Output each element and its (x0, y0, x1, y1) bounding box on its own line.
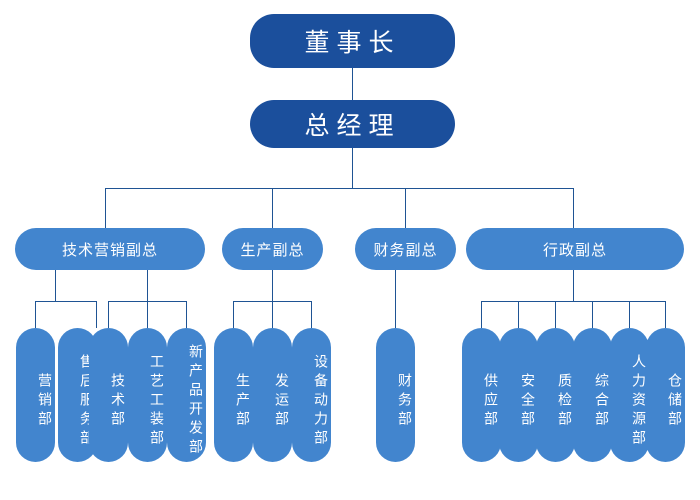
node-dept-supply[interactable]: 供应部 (462, 328, 501, 462)
node-vp-tech-sales-label: 技术营销副总 (61, 241, 158, 259)
connector-drop-newproduct (186, 301, 187, 328)
connector-vp-bus (105, 188, 573, 189)
node-dept-qc[interactable]: 质检部 (536, 328, 575, 462)
node-vp-finance[interactable]: 财务副总 (355, 228, 456, 270)
node-vp-admin-label: 行政副总 (542, 241, 607, 259)
connector-production-stem (272, 270, 273, 301)
node-dept-production-label: 生产部 (235, 372, 251, 430)
node-dept-technology-label: 技术部 (110, 372, 126, 430)
node-dept-warehouse[interactable]: 仓储部 (646, 328, 685, 462)
connector-drop-vp-admin (573, 188, 574, 228)
connector-drop-shipping (272, 301, 273, 328)
node-dept-general[interactable]: 综合部 (573, 328, 612, 462)
node-dept-finance-label: 财务部 (397, 372, 413, 430)
node-dept-newproduct-label: 新产品开发部 (188, 344, 204, 458)
node-chairman[interactable]: 董事长 (250, 14, 455, 68)
node-dept-marketing[interactable]: 营销部 (16, 328, 55, 462)
connector-chairman-to-gm (352, 68, 353, 100)
connector-drop-supply (481, 301, 482, 328)
node-vp-admin[interactable]: 行政副总 (466, 228, 684, 270)
node-dept-hr-label: 人力资源部 (631, 353, 647, 449)
node-dept-newproduct[interactable]: 新产品开发部 (167, 328, 206, 462)
node-dept-tooling-label: 工艺工装部 (149, 353, 165, 449)
connector-drop-aftersales (96, 301, 97, 328)
connector-drop-tooling (147, 301, 148, 328)
connector-drop-production-dept (233, 301, 234, 328)
connector-drop-qc (555, 301, 556, 328)
node-vp-finance-label: 财务副总 (373, 241, 438, 259)
node-dept-general-label: 综合部 (594, 372, 610, 430)
node-dept-safety[interactable]: 安全部 (499, 328, 538, 462)
node-dept-warehouse-label: 仓储部 (667, 372, 683, 430)
connector-drop-vp-finance (405, 188, 406, 228)
node-dept-safety-label: 安全部 (520, 372, 536, 430)
node-vp-production-label: 生产副总 (240, 241, 305, 259)
node-dept-shipping[interactable]: 发运部 (253, 328, 292, 462)
connector-drop-general (592, 301, 593, 328)
connector-tech-sales-stem-b (147, 270, 148, 301)
node-dept-hr[interactable]: 人力资源部 (610, 328, 649, 462)
node-dept-marketing-label: 营销部 (37, 372, 53, 430)
connector-admin-stem (573, 270, 574, 301)
node-dept-finance[interactable]: 财务部 (376, 328, 415, 462)
node-dept-production[interactable]: 生产部 (214, 328, 253, 462)
node-vp-tech-sales[interactable]: 技术营销副总 (15, 228, 205, 270)
connector-drop-marketing (35, 301, 36, 328)
connector-admin-bracket (481, 301, 665, 302)
node-dept-equipment[interactable]: 设备动力部 (292, 328, 331, 462)
connector-tech-sales-bracket-a (35, 301, 97, 302)
connector-drop-vp-production (272, 188, 273, 228)
connector-drop-vp-tech-sales (105, 188, 106, 228)
connector-tech-sales-stem-a (55, 270, 56, 301)
node-dept-supply-label: 供应部 (483, 372, 499, 430)
node-dept-qc-label: 质检部 (557, 372, 573, 430)
connector-drop-safety (518, 301, 519, 328)
node-dept-shipping-label: 发运部 (274, 372, 290, 430)
connector-drop-equipment (311, 301, 312, 328)
node-general-manager-label: 总经理 (304, 112, 401, 140)
node-dept-tooling[interactable]: 工艺工装部 (128, 328, 167, 462)
node-general-manager[interactable]: 总经理 (250, 100, 455, 148)
connector-gm-stem (352, 148, 353, 188)
node-vp-production[interactable]: 生产副总 (222, 228, 323, 270)
node-dept-technology[interactable]: 技术部 (89, 328, 128, 462)
node-chairman-label: 董事长 (304, 29, 401, 57)
connector-drop-finance-dept (395, 270, 396, 328)
connector-drop-warehouse (665, 301, 666, 328)
node-dept-equipment-label: 设备动力部 (313, 353, 329, 449)
connector-drop-technology (108, 301, 109, 328)
connector-drop-hr (629, 301, 630, 328)
